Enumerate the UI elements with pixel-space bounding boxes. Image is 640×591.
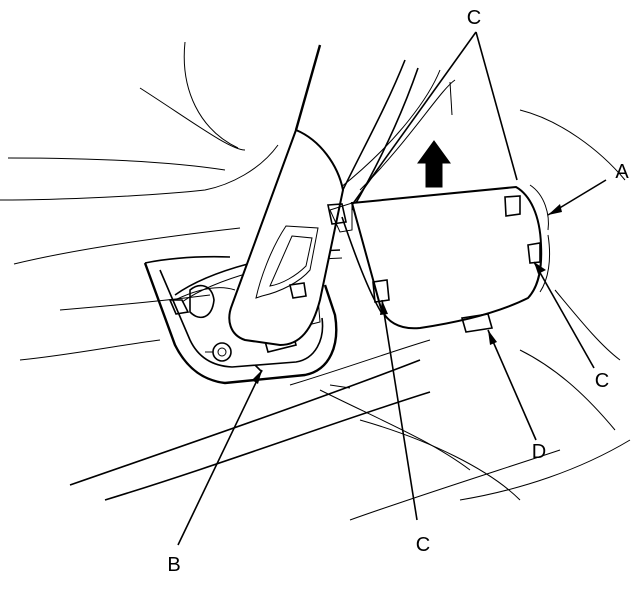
leader-lines <box>177 31 607 546</box>
callout-label-d: D <box>532 441 546 463</box>
callout-label-a: A <box>615 161 629 183</box>
side-trim-panel <box>228 128 345 347</box>
pillar-trim <box>294 44 419 211</box>
callout-label-b: B <box>167 554 180 576</box>
callout-label-c-bottom: C <box>416 534 430 556</box>
cover-panel <box>327 184 551 333</box>
up-arrow-icon <box>417 140 451 188</box>
lower-sill-trim <box>69 339 431 501</box>
callout-label-c-top: C <box>467 7 481 29</box>
callout-label-c-right: C <box>595 370 609 392</box>
